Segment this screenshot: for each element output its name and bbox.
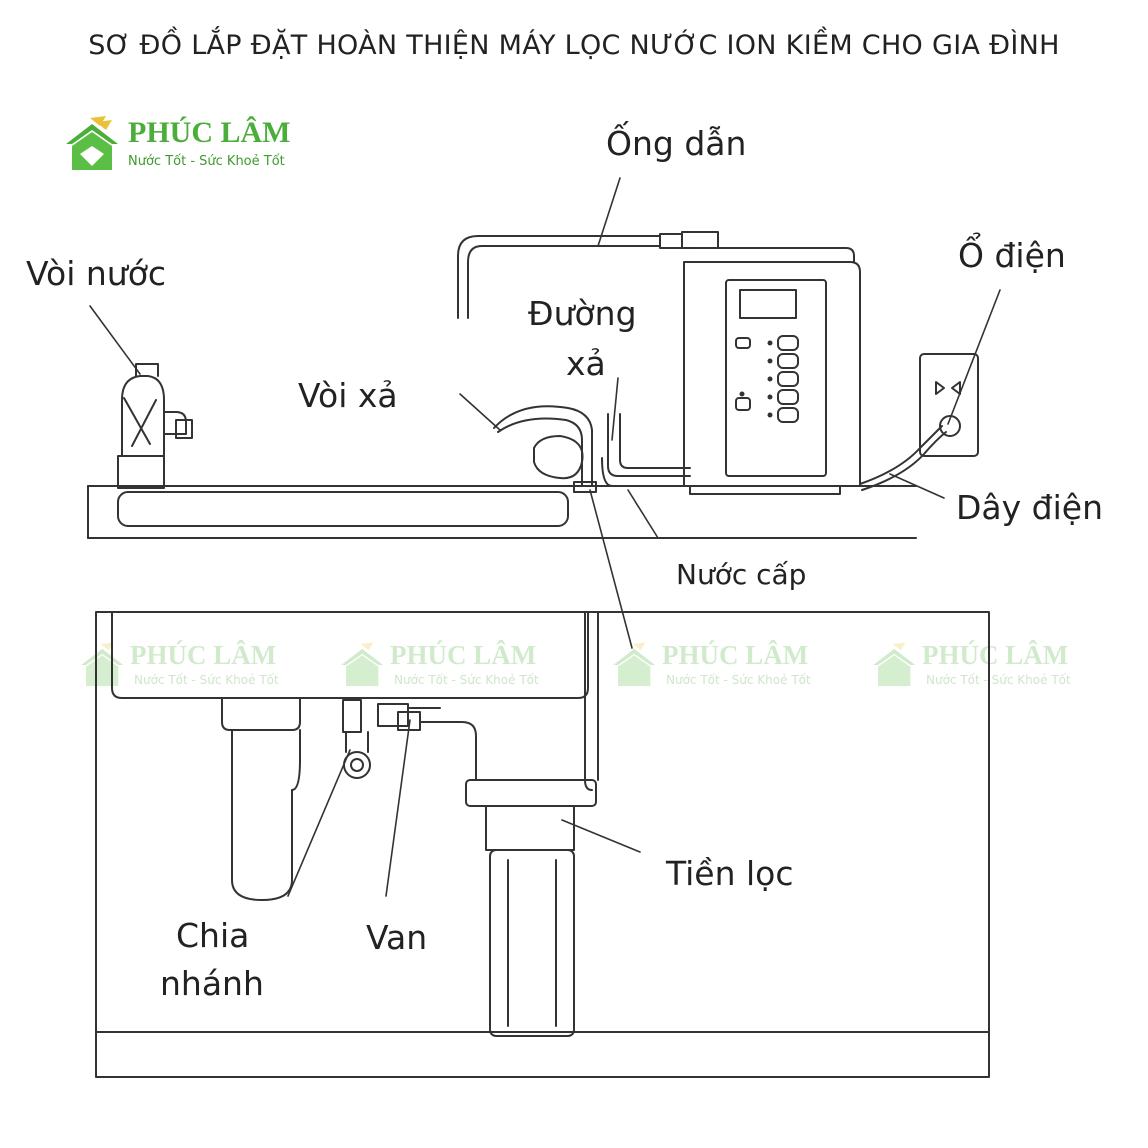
prefilter-housing [465,779,597,1037]
leader-lines [89,177,1001,897]
label-splitter-2: nhánh [160,964,264,1003]
label-prefilter: Tiền lọc [666,854,794,893]
sink-basin [111,611,589,699]
machine-buttons [735,335,799,423]
drain-line-2 [601,457,691,487]
watermark-slogan: Nước Tốt - Sức Khoẻ Tốt [134,673,279,687]
drain-trap [221,697,301,901]
diagram-title: SƠ ĐỒ LẮP ĐẶT HOÀN THIỆN MÁY LỌC NƯỚC IO… [88,30,1060,61]
label-kitchen-faucet: Vòi nước [26,254,167,293]
label-power-cord: Dây điện [956,488,1103,527]
watermark-house-icon [613,642,656,686]
watermark-slogan: Nước Tốt - Sức Khoẻ Tốt [926,673,1071,687]
label-discharge-faucet: Vòi xả [298,376,398,415]
watermark-4: PHÚC LÂM Nước Tốt - Sức Khoẻ Tốt [870,640,1090,700]
label-drain-line-1: Đường [528,294,637,333]
watermark-house-icon [341,642,384,686]
watermark-brand: PHÚC LÂM [130,640,277,670]
logo-slogan-text: Nước Tốt - Sức Khoẻ Tốt [128,154,285,169]
label-valve: Van [366,918,428,957]
watermark-3: PHÚC LÂM Nước Tốt - Sức Khoẻ Tốt [610,640,830,700]
discharge-faucet [493,405,597,493]
watermark-house-icon [873,642,916,686]
label-splitter-1: Chia [176,916,250,955]
machine-led-dots [739,340,773,418]
kitchen-faucet [117,363,193,489]
wall-outlet [919,353,979,457]
label-wall-outlet: Ổ điện [958,236,1066,275]
logo-house-icon [66,116,118,170]
cabinet [95,611,990,1078]
valve-assembly [342,699,477,781]
drain-line [607,413,691,477]
brand-logo: PHÚC LÂM Nước Tốt - Sức Khoẻ Tốt [62,112,322,182]
watermark-slogan: Nước Tốt - Sức Khoẻ Tốt [394,673,539,687]
watermark-2: PHÚC LÂM Nước Tốt - Sức Khoẻ Tốt [338,640,558,700]
power-cord-2 [861,431,947,491]
watermark-slogan: Nước Tốt - Sức Khoẻ Tốt [666,673,811,687]
logo-brand-text: PHÚC LÂM [128,116,291,149]
sink-rim [117,491,569,527]
watermark-brand: PHÚC LÂM [922,640,1069,670]
label-drain-line-2: xả [566,344,606,383]
ionizer-machine [683,247,861,495]
label-supply-water: Nước cấp [676,558,807,591]
watermark-brand: PHÚC LÂM [390,640,537,670]
label-delivery-tube: Ống dẫn [606,124,747,163]
watermark-brand: PHÚC LÂM [662,640,809,670]
